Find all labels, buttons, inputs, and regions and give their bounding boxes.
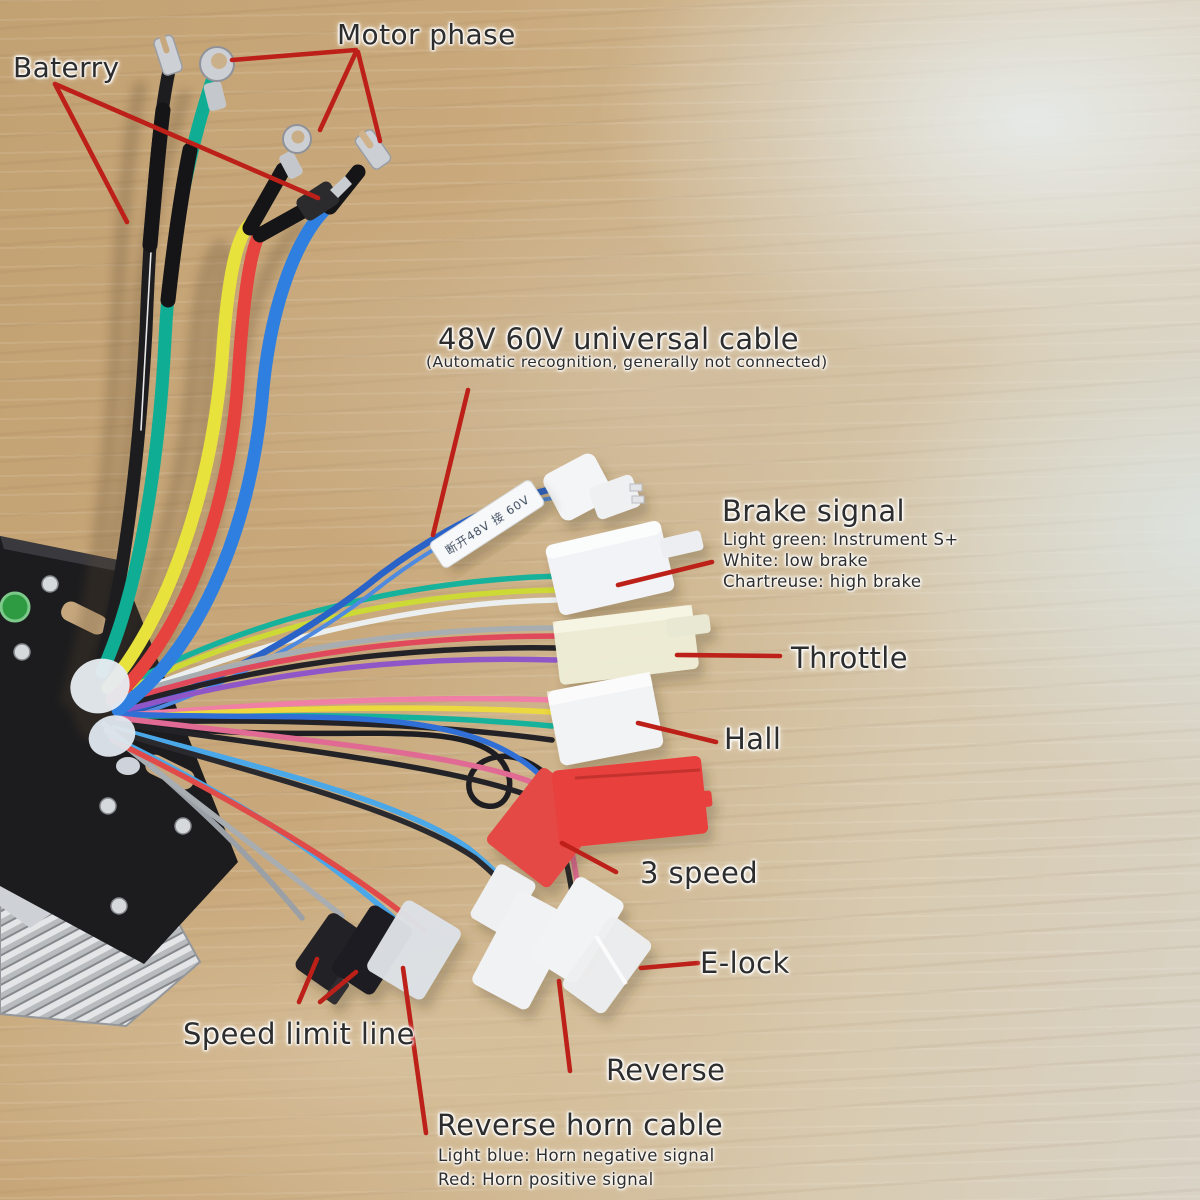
motor-phase-label: Motor phase [337, 18, 516, 51]
qc-sticker [0, 591, 31, 623]
wire-grey-throttle [109, 625, 561, 703]
reverse-horn-line-2: Red: Horn positive signal [438, 1170, 654, 1189]
battery-label: Baterry [13, 51, 120, 84]
wire-black-throttle [113, 645, 561, 711]
motor-controller [0, 536, 238, 1028]
phase-wire-blue [111, 198, 337, 717]
connectors [295, 453, 713, 1014]
terminals [153, 34, 392, 221]
e-lock-label: E-lock [700, 946, 790, 980]
ring-terminal-yellow-phase [279, 124, 312, 179]
connector-reverse-horn [367, 900, 461, 1000]
reverse-horn-title: Reverse horn cable [437, 1108, 724, 1142]
hall-label: Hall [724, 722, 782, 756]
silicone-wire-gland [70, 658, 140, 775]
cable-sleeve-label: 断开48V 接 60V [429, 480, 545, 568]
phase-wire-yellow [101, 217, 257, 695]
battery-wire-red [105, 226, 267, 707]
wire-red-throttle [111, 633, 563, 707]
annotation-arrows [52, 47, 783, 1136]
speed-limit-label: Speed limit line [183, 1017, 415, 1051]
fork-terminal-black-battery [153, 34, 183, 76]
connector-throttle [552, 604, 711, 685]
connector-hall [546, 671, 664, 766]
brake-signal-line-3: Chartreuse: high brake [723, 572, 922, 591]
universal-cable-subtitle: (Automatic recognition, generally not co… [426, 353, 828, 371]
connector-universal-48v [543, 453, 645, 521]
arrow-3speed [559, 840, 619, 875]
brake-signal-line-2: White: low brake [723, 551, 869, 570]
wire-black-loop-3speed [117, 719, 565, 809]
universal-cable-title: 48V 60V universal cable [438, 322, 800, 356]
wire-red-horn [109, 737, 427, 933]
wire-purple-throttle [115, 656, 559, 715]
arrow-throttle [674, 652, 783, 659]
arrow-brake [615, 559, 715, 588]
connector-e-lock [530, 877, 652, 1014]
wire-lightblue-reverse [111, 725, 511, 889]
arrow-speed-limit-1 [296, 956, 320, 1005]
fork-terminal-blue-phase [354, 129, 392, 170]
reverse-label: Reverse [606, 1053, 726, 1087]
connector-brake [545, 521, 704, 615]
three-speed-label: 3 speed [640, 856, 759, 890]
arrow-motor-phase-1 [229, 47, 359, 63]
arrow-motor-phase-2 [317, 49, 359, 133]
arrow-speed-limit-2 [317, 969, 359, 1005]
arrow-reverse-horn [400, 965, 429, 1136]
arrow-e-lock [638, 960, 701, 971]
wire-pink-hall [115, 695, 557, 719]
arrow-reverse [556, 978, 573, 1074]
reverse-horn-line-1: Light blue: Horn negative signal [438, 1146, 715, 1165]
wire-white-brake [115, 597, 559, 703]
throttle-label: Throttle [791, 641, 908, 675]
brake-signal-line-1: Light green: Instrument S+ [723, 530, 959, 549]
bracket-screws [13, 575, 192, 915]
arrow-battery-2 [52, 81, 321, 201]
connector-3speed [486, 755, 713, 888]
wire-black-hall [121, 718, 555, 743]
arrow-battery-1 [52, 81, 130, 225]
wrapped-terminal-red-battery [296, 176, 352, 221]
ring-terminal-green-phase [199, 46, 235, 111]
arrow-motor-phase-3 [355, 49, 383, 144]
connector-reverse [470, 864, 574, 1010]
brake-signal-title: Brake signal [722, 494, 905, 528]
arrow-universal-cable [430, 387, 471, 538]
arrow-hall [635, 720, 719, 745]
